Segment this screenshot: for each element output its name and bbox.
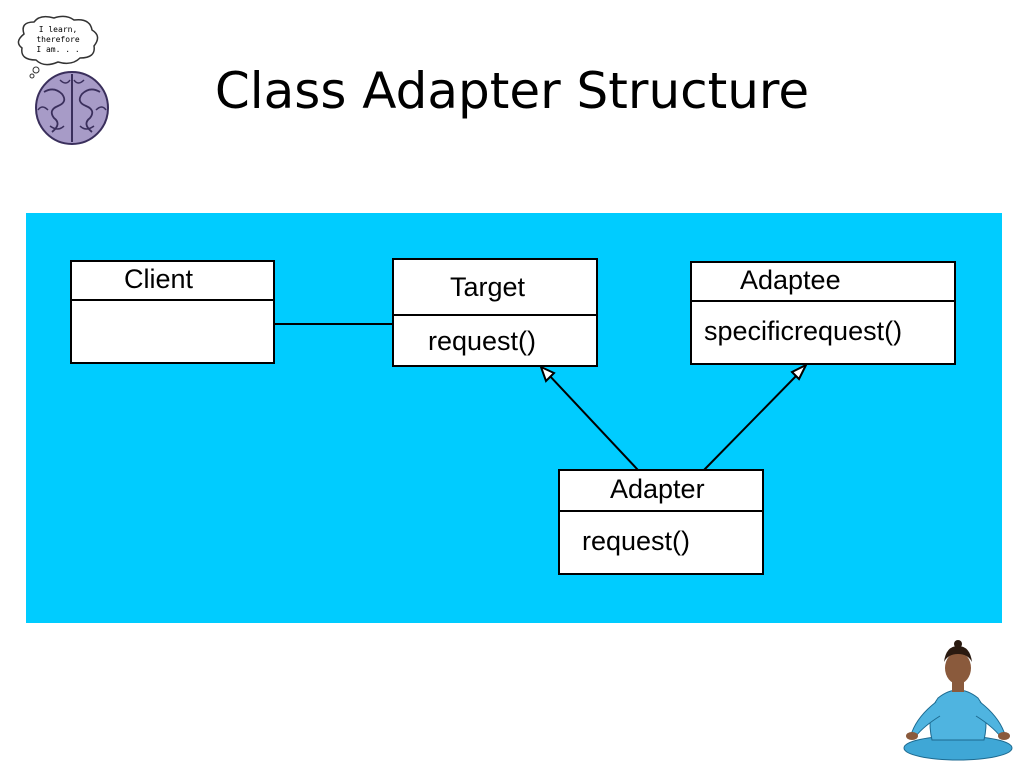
class-adaptee-name-label: Adaptee (740, 265, 841, 295)
generalization-arrowhead-target (539, 365, 556, 383)
class-target-operation-label: request() (428, 326, 537, 356)
class-target-name: Target (394, 260, 596, 316)
generalization-arrowhead-adaptee (790, 362, 809, 381)
logo-text-line-3: I am. . . (36, 45, 79, 54)
class-client-operations (72, 301, 273, 361)
brain-logo: I learn, therefore I am. . . (17, 15, 109, 145)
class-client-name: Client (72, 262, 273, 301)
class-target-name-label: Target (450, 272, 526, 302)
class-adaptee-operation-label: specificrequest() (704, 316, 903, 346)
class-adaptee-operations: specificrequest() (692, 302, 954, 362)
class-adapter-name-label: Adapter (610, 474, 705, 504)
meditating-person-illustration (903, 640, 1013, 761)
class-adapter-name: Adapter (560, 471, 762, 512)
class-target-operations: request() (394, 316, 596, 366)
brain-icon (35, 71, 109, 145)
class-adaptee: Adaptee specificrequest() (690, 261, 956, 365)
uml-diagram: Client Target request() Adaptee specific… (26, 213, 1002, 623)
class-adaptee-name: Adaptee (692, 263, 954, 302)
logo-text-line-1: I learn, (39, 25, 78, 34)
generalization-adapter-adaptee (703, 373, 799, 471)
diagram-links (274, 323, 809, 471)
class-adapter: Adapter request() (558, 469, 764, 575)
class-client: Client (70, 260, 275, 364)
meditating-person-icon (903, 640, 1013, 761)
logo-text-line-2: therefore (36, 35, 80, 44)
class-adapter-operations: request() (560, 512, 762, 572)
slide-title: Class Adapter Structure (214, 62, 810, 120)
class-adapter-operation-label: request() (582, 526, 691, 556)
generalization-adapter-target (547, 373, 639, 471)
class-target: Target request() (392, 258, 598, 367)
thought-bubble (17, 15, 99, 79)
class-client-name-label: Client (124, 264, 194, 294)
